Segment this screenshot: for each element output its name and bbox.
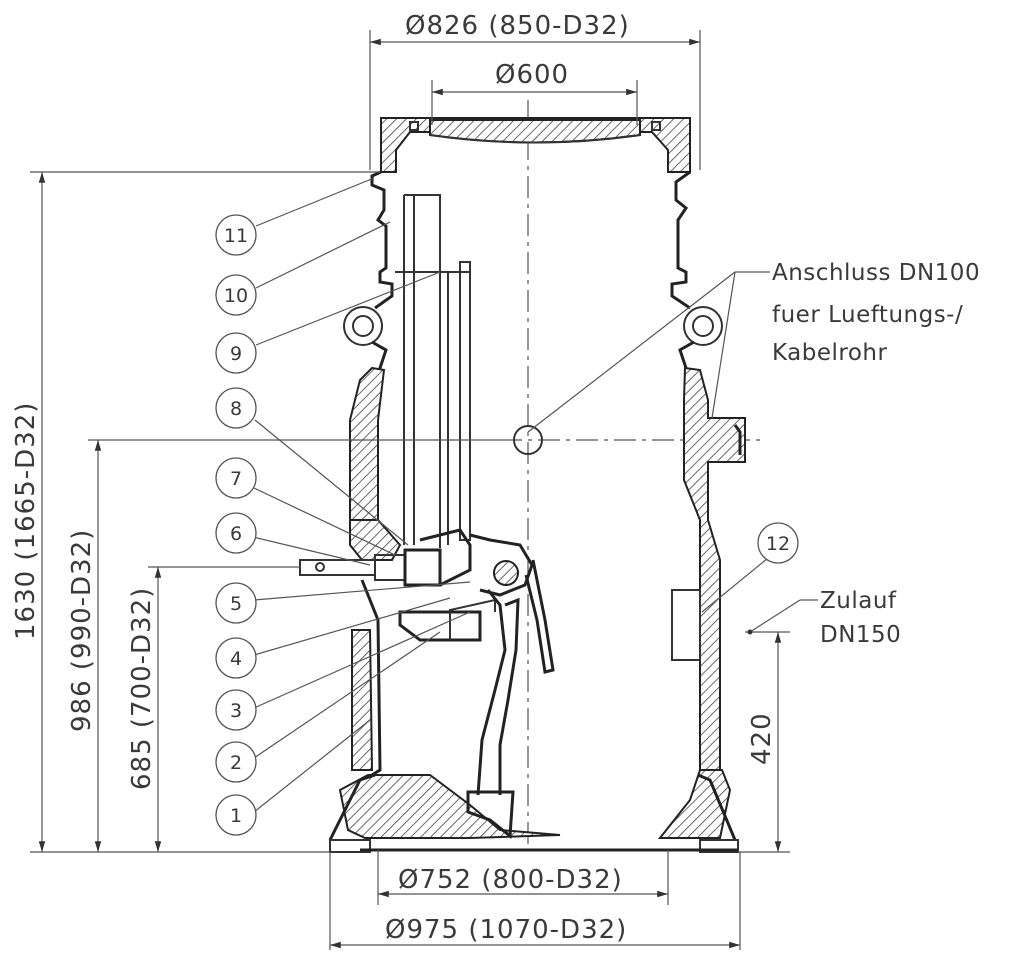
manhole-cover	[380, 117, 691, 173]
callout-2: 2	[215, 741, 257, 783]
vent-leader-1	[527, 271, 736, 433]
callout-10: 10	[215, 274, 257, 316]
svg-text:12: 12	[766, 533, 790, 555]
callout-6: 6	[215, 512, 257, 554]
callout-5: 5	[215, 582, 257, 624]
callout-4: 4	[215, 637, 257, 679]
inlet-note-line2: DN150	[820, 622, 901, 648]
dim-inlet-height: 420	[747, 712, 777, 765]
callout-1: 1	[215, 794, 257, 836]
svg-text:3: 3	[230, 700, 242, 722]
internal-fittings	[299, 194, 555, 839]
callout-leaders	[252, 177, 769, 813]
dim-total-height: 1630 (1665-D32)	[11, 402, 41, 640]
shaft-wall-left	[328, 170, 561, 853]
svg-text:11: 11	[224, 225, 248, 247]
dim-vent-height: 986 (990-D32)	[67, 529, 97, 732]
callout-8: 8	[215, 387, 257, 429]
svg-text:5: 5	[230, 593, 242, 615]
svg-text:2: 2	[230, 752, 242, 774]
dim-cover-diameter: Ø600	[495, 60, 569, 90]
svg-text:10: 10	[224, 285, 248, 307]
inlet-leader	[749, 599, 801, 633]
svg-text:7: 7	[230, 468, 242, 490]
vent-note-line3: Kabelrohr	[772, 340, 888, 366]
svg-text:6: 6	[230, 523, 242, 545]
dim-top-outer-diameter: Ø826 (850-D32)	[405, 11, 630, 41]
vent-note-line1: Anschluss DN100	[772, 260, 980, 286]
callout-12: 12	[757, 522, 799, 564]
svg-text:8: 8	[230, 398, 242, 420]
callout-11: 11	[215, 214, 257, 256]
dim-base-outer-diameter: Ø975 (1070-D32)	[385, 915, 627, 945]
dimension-lines	[30, 30, 790, 950]
vent-leader-2	[711, 271, 736, 419]
inlet-point	[747, 629, 753, 635]
vent-note-line2: fuer Lueftungs-/	[772, 302, 963, 328]
callout-9: 9	[215, 332, 257, 374]
svg-text:9: 9	[230, 343, 242, 365]
svg-text:4: 4	[230, 648, 242, 670]
dim-outlet-height: 685 (700-D32)	[127, 587, 157, 790]
callout-7: 7	[215, 457, 257, 499]
shaft-wall-right	[360, 170, 746, 853]
svg-text:1: 1	[230, 805, 242, 827]
callout-3: 3	[215, 689, 257, 731]
dim-bottom-inner-diameter: Ø752 (800-D32)	[398, 865, 623, 895]
inlet-note-line1: Zulauf	[820, 588, 897, 614]
